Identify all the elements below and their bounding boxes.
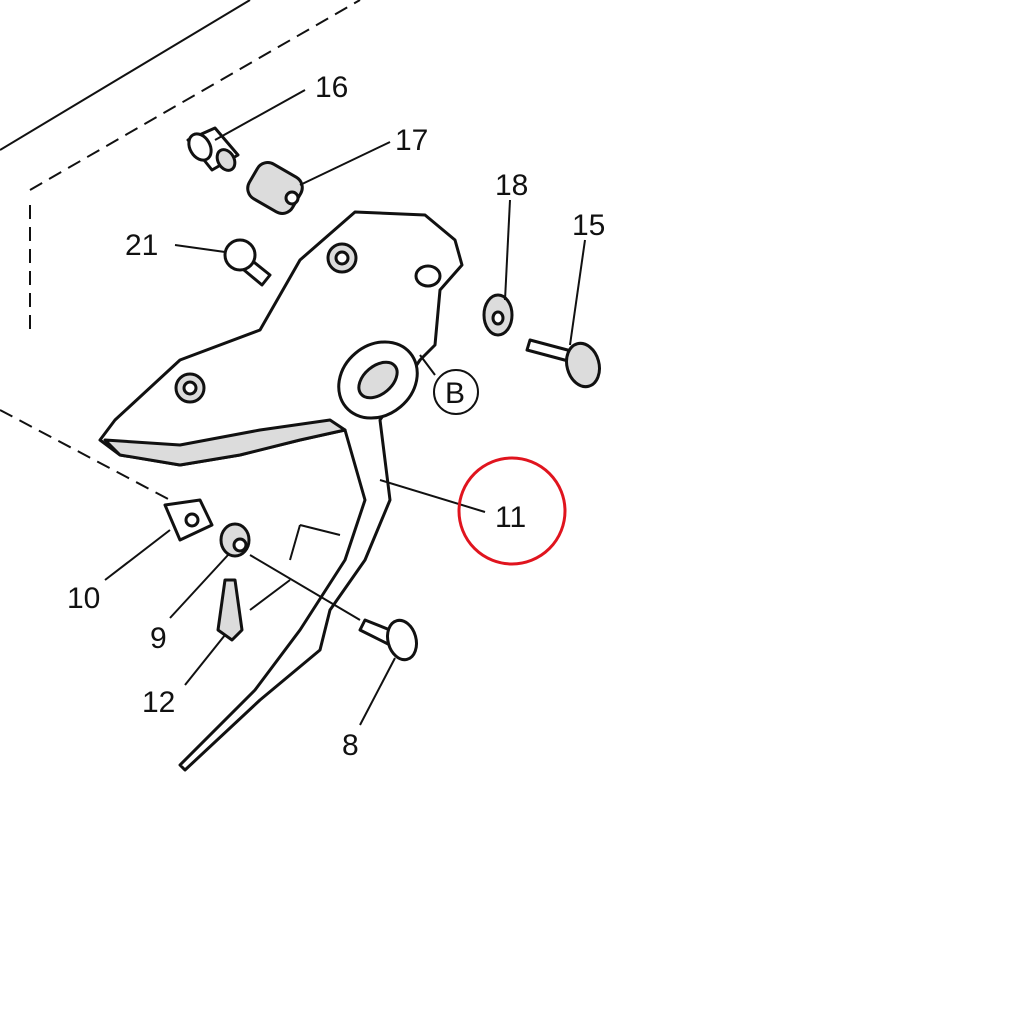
collar-16 (186, 126, 240, 172)
part-label-15: 15 (572, 209, 605, 242)
reference-label-b: B (445, 377, 465, 410)
pad-12 (216, 578, 244, 642)
part-label-9: 9 (150, 622, 167, 655)
part-label-18: 18 (495, 169, 528, 202)
part-label-12: 12 (142, 686, 175, 719)
bolt-8 (358, 618, 418, 662)
clip-10 (163, 498, 214, 542)
washer-18 (482, 293, 514, 337)
frame-dashed-line (0, 409, 171, 501)
bolt-15 (525, 338, 601, 389)
bushing-9 (219, 522, 251, 558)
part-label-21: 21 (125, 229, 158, 262)
screw-21 (223, 238, 272, 287)
brake-pedal-arm (98, 210, 464, 772)
reference-b-circle (433, 369, 479, 415)
part-label-10: 10 (67, 582, 100, 615)
highlight-circle (457, 456, 567, 566)
spring-17 (246, 161, 304, 215)
part-label-16: 16 (315, 71, 348, 104)
part-label-11: 11 (495, 501, 526, 534)
part-label-8: 8 (342, 729, 359, 762)
frame-edge-line (0, 0, 251, 151)
part-label-17: 17 (395, 124, 428, 157)
frame-dashed-line (29, 0, 361, 191)
